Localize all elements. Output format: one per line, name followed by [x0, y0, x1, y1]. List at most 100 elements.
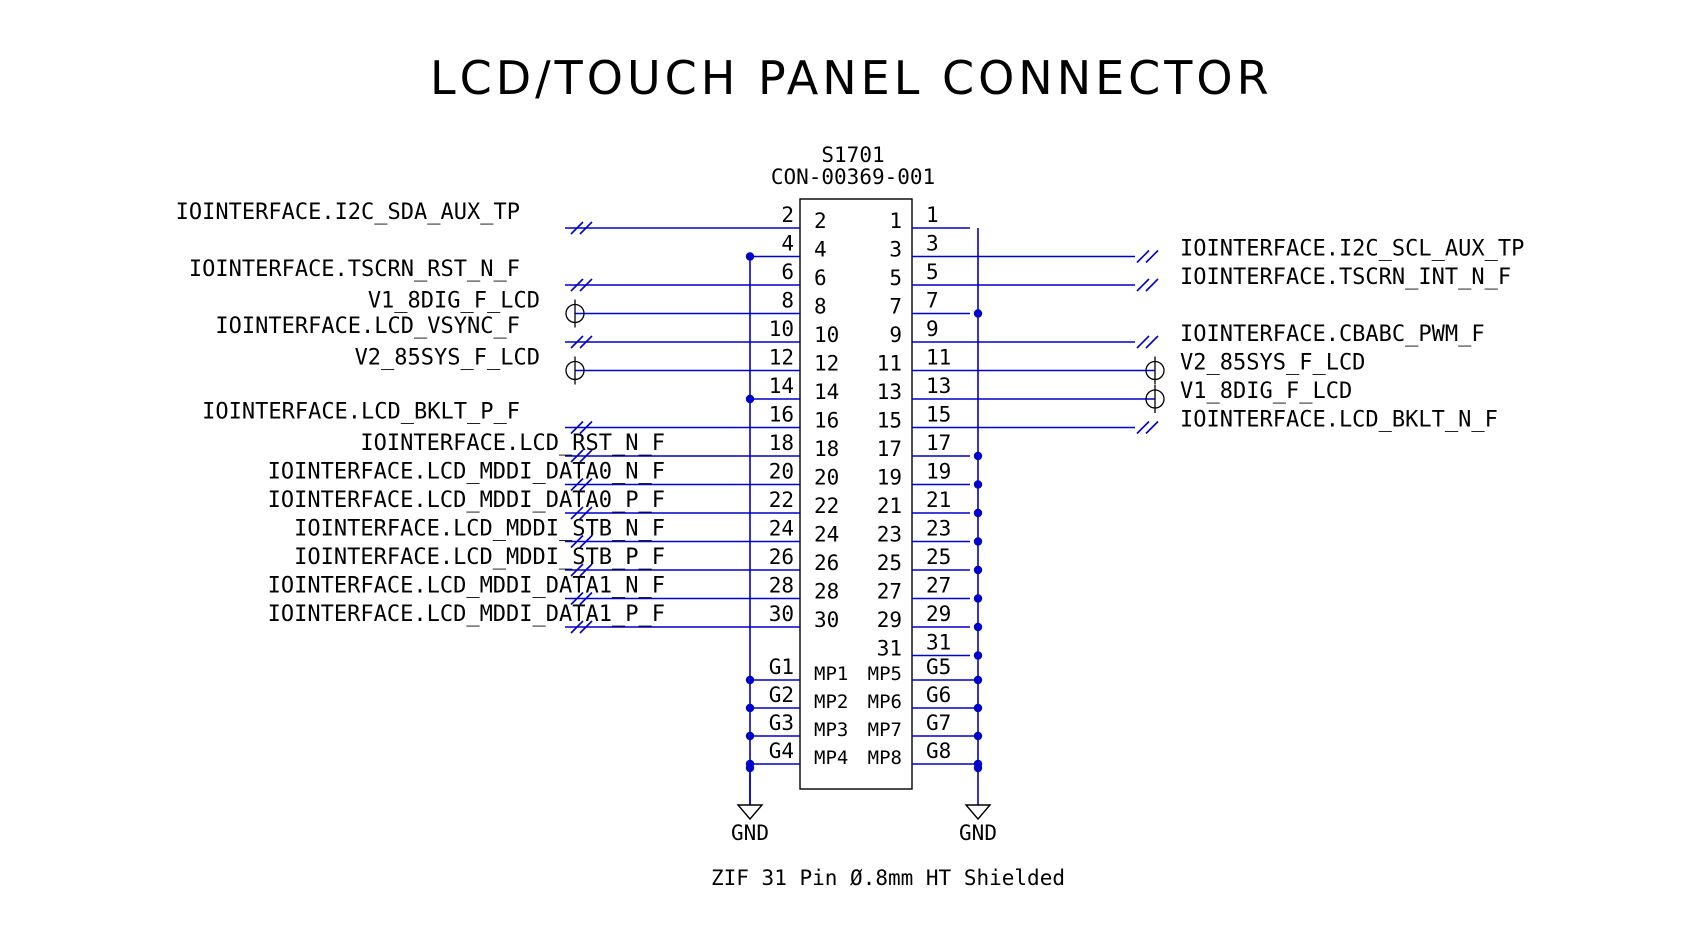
pin-inner-label: 6	[814, 266, 827, 290]
net-label: IOINTERFACE.CBABC_PWM_F	[1180, 322, 1485, 347]
mounting-pin-label: MP6	[868, 691, 902, 713]
junction-dot	[973, 622, 983, 632]
offpage-connector	[570, 534, 593, 549]
mounting-pin-label: MP7	[868, 719, 902, 741]
mounting-pin-number: G2	[769, 683, 794, 707]
offpage-connector	[570, 221, 593, 235]
offpage-connector	[1136, 420, 1159, 435]
junction-dot	[745, 703, 755, 713]
pin-inner-label: 10	[814, 323, 839, 347]
pin-number: 3	[926, 232, 939, 256]
symbol-layer	[565, 221, 1165, 821]
reference-designator: S1701	[821, 143, 884, 167]
pin-number: 14	[769, 374, 794, 398]
pin-number: 12	[769, 346, 794, 370]
pin-inner-label: 8	[814, 295, 827, 319]
junction-dot	[973, 508, 983, 518]
net-label: IOINTERFACE.I2C_SDA_AUX_TP	[176, 200, 520, 225]
pin-number: 22	[769, 488, 794, 512]
ground-symbol-right	[964, 804, 992, 821]
connector-description: ZIF 31 Pin Ø.8mm HT Shielded	[711, 866, 1065, 890]
pin-number: 8	[781, 289, 794, 313]
mounting-pin-label: MP3	[814, 719, 848, 741]
junction-dot	[973, 480, 983, 489]
net-label: IOINTERFACE.I2C_SCL_AUX_TP	[1180, 237, 1524, 262]
pin-inner-label: 13	[877, 380, 902, 404]
junction-dot	[973, 703, 983, 713]
ground-label: GND	[731, 821, 769, 845]
net-label: IOINTERFACE.LCD_VSYNC_F	[215, 314, 520, 339]
pin-number: 5	[926, 260, 939, 284]
pin-number: 19	[926, 460, 951, 484]
pin-number: 17	[926, 431, 951, 455]
mounting-pin-label: MP5	[868, 663, 902, 685]
net-label: IOINTERFACE.LCD_BKLT_N_F	[1180, 408, 1498, 433]
net-label: IOINTERFACE.LCD_MDDI_STB_N_F	[294, 517, 665, 542]
pin-inner-label: 20	[814, 466, 839, 490]
offpage-connector	[1136, 249, 1159, 264]
junction-dot	[745, 763, 755, 773]
net-label: IOINTERFACE.LCD_RST_N_F	[360, 431, 665, 456]
pin-inner-label: 24	[814, 523, 839, 547]
mounting-pin-label: MP2	[814, 691, 848, 713]
offpage-connector	[570, 563, 593, 577]
net-label: IOINTERFACE.TSCRN_INT_N_F	[1180, 265, 1511, 290]
mounting-pin-label: MP8	[868, 747, 902, 769]
net-label: IOINTERFACE.LCD_BKLT_P_F	[202, 400, 520, 425]
pin-number: 11	[926, 346, 951, 370]
net-label: V2_85SYS_F_LCD	[355, 346, 540, 371]
offpage-connector	[570, 506, 593, 520]
pin-inner-label: 25	[877, 551, 902, 575]
mounting-pin-number: G7	[926, 711, 951, 735]
pin-number: 1	[926, 203, 939, 227]
junction-dot	[745, 394, 755, 404]
pin-number: 18	[769, 431, 794, 455]
net-label: V1_8DIG_F_LCD	[368, 289, 540, 314]
pin-number: 13	[926, 374, 951, 398]
mounting-pin-number: G6	[926, 683, 951, 707]
diagram-title: LCD/TOUCH PANEL CONNECTOR	[430, 51, 1273, 105]
pin-inner-label: 18	[814, 437, 839, 461]
mounting-pin-number: G4	[769, 739, 794, 763]
net-label: V2_85SYS_F_LCD	[1180, 351, 1365, 376]
pin-number: 20	[769, 460, 794, 484]
junction-dot	[973, 451, 983, 461]
junction-dot	[973, 565, 983, 575]
pin-inner-label: 1	[889, 209, 902, 233]
pin-number: 28	[769, 574, 794, 598]
pin-number: 9	[926, 317, 939, 341]
net-label: IOINTERFACE.LCD_MDDI_DATA1_P_F	[268, 602, 665, 627]
junction-dot	[973, 537, 983, 546]
pin-inner-label: 3	[889, 238, 902, 262]
pin-inner-label: 5	[889, 266, 902, 290]
pin-inner-label: 23	[877, 523, 902, 547]
pin-number: 23	[926, 517, 951, 541]
pin-number: 4	[781, 232, 794, 256]
offpage-connector	[570, 278, 593, 292]
pin-number: 6	[781, 260, 794, 284]
pin-number: 10	[769, 317, 794, 341]
pin-number: 31	[926, 631, 951, 655]
offpage-connector	[1136, 335, 1159, 349]
power-symbol	[565, 356, 585, 385]
pin-number: 15	[926, 403, 951, 427]
wire-layer	[565, 227, 1155, 805]
pin-inner-label: 2	[814, 209, 827, 233]
pin-number: 16	[769, 403, 794, 427]
pin-inner-label: 28	[814, 580, 839, 604]
pin-inner-label: 12	[814, 352, 839, 376]
net-label: IOINTERFACE.LCD_MDDI_STB_P_F	[294, 545, 665, 570]
junction-dot	[745, 731, 755, 741]
mounting-pin-number: G8	[926, 739, 951, 763]
connector-body	[799, 198, 913, 790]
mounting-pin-label: MP4	[814, 747, 848, 769]
pin-number: 7	[926, 289, 939, 313]
pin-number: 26	[769, 545, 794, 569]
junction-dot	[973, 594, 983, 603]
junction-dot	[973, 651, 983, 660]
net-label: IOINTERFACE.TSCRN_RST_N_F	[189, 257, 520, 282]
offpage-connector	[570, 477, 593, 492]
pin-inner-label: 4	[814, 238, 827, 262]
pin-inner-label: 9	[889, 323, 902, 347]
